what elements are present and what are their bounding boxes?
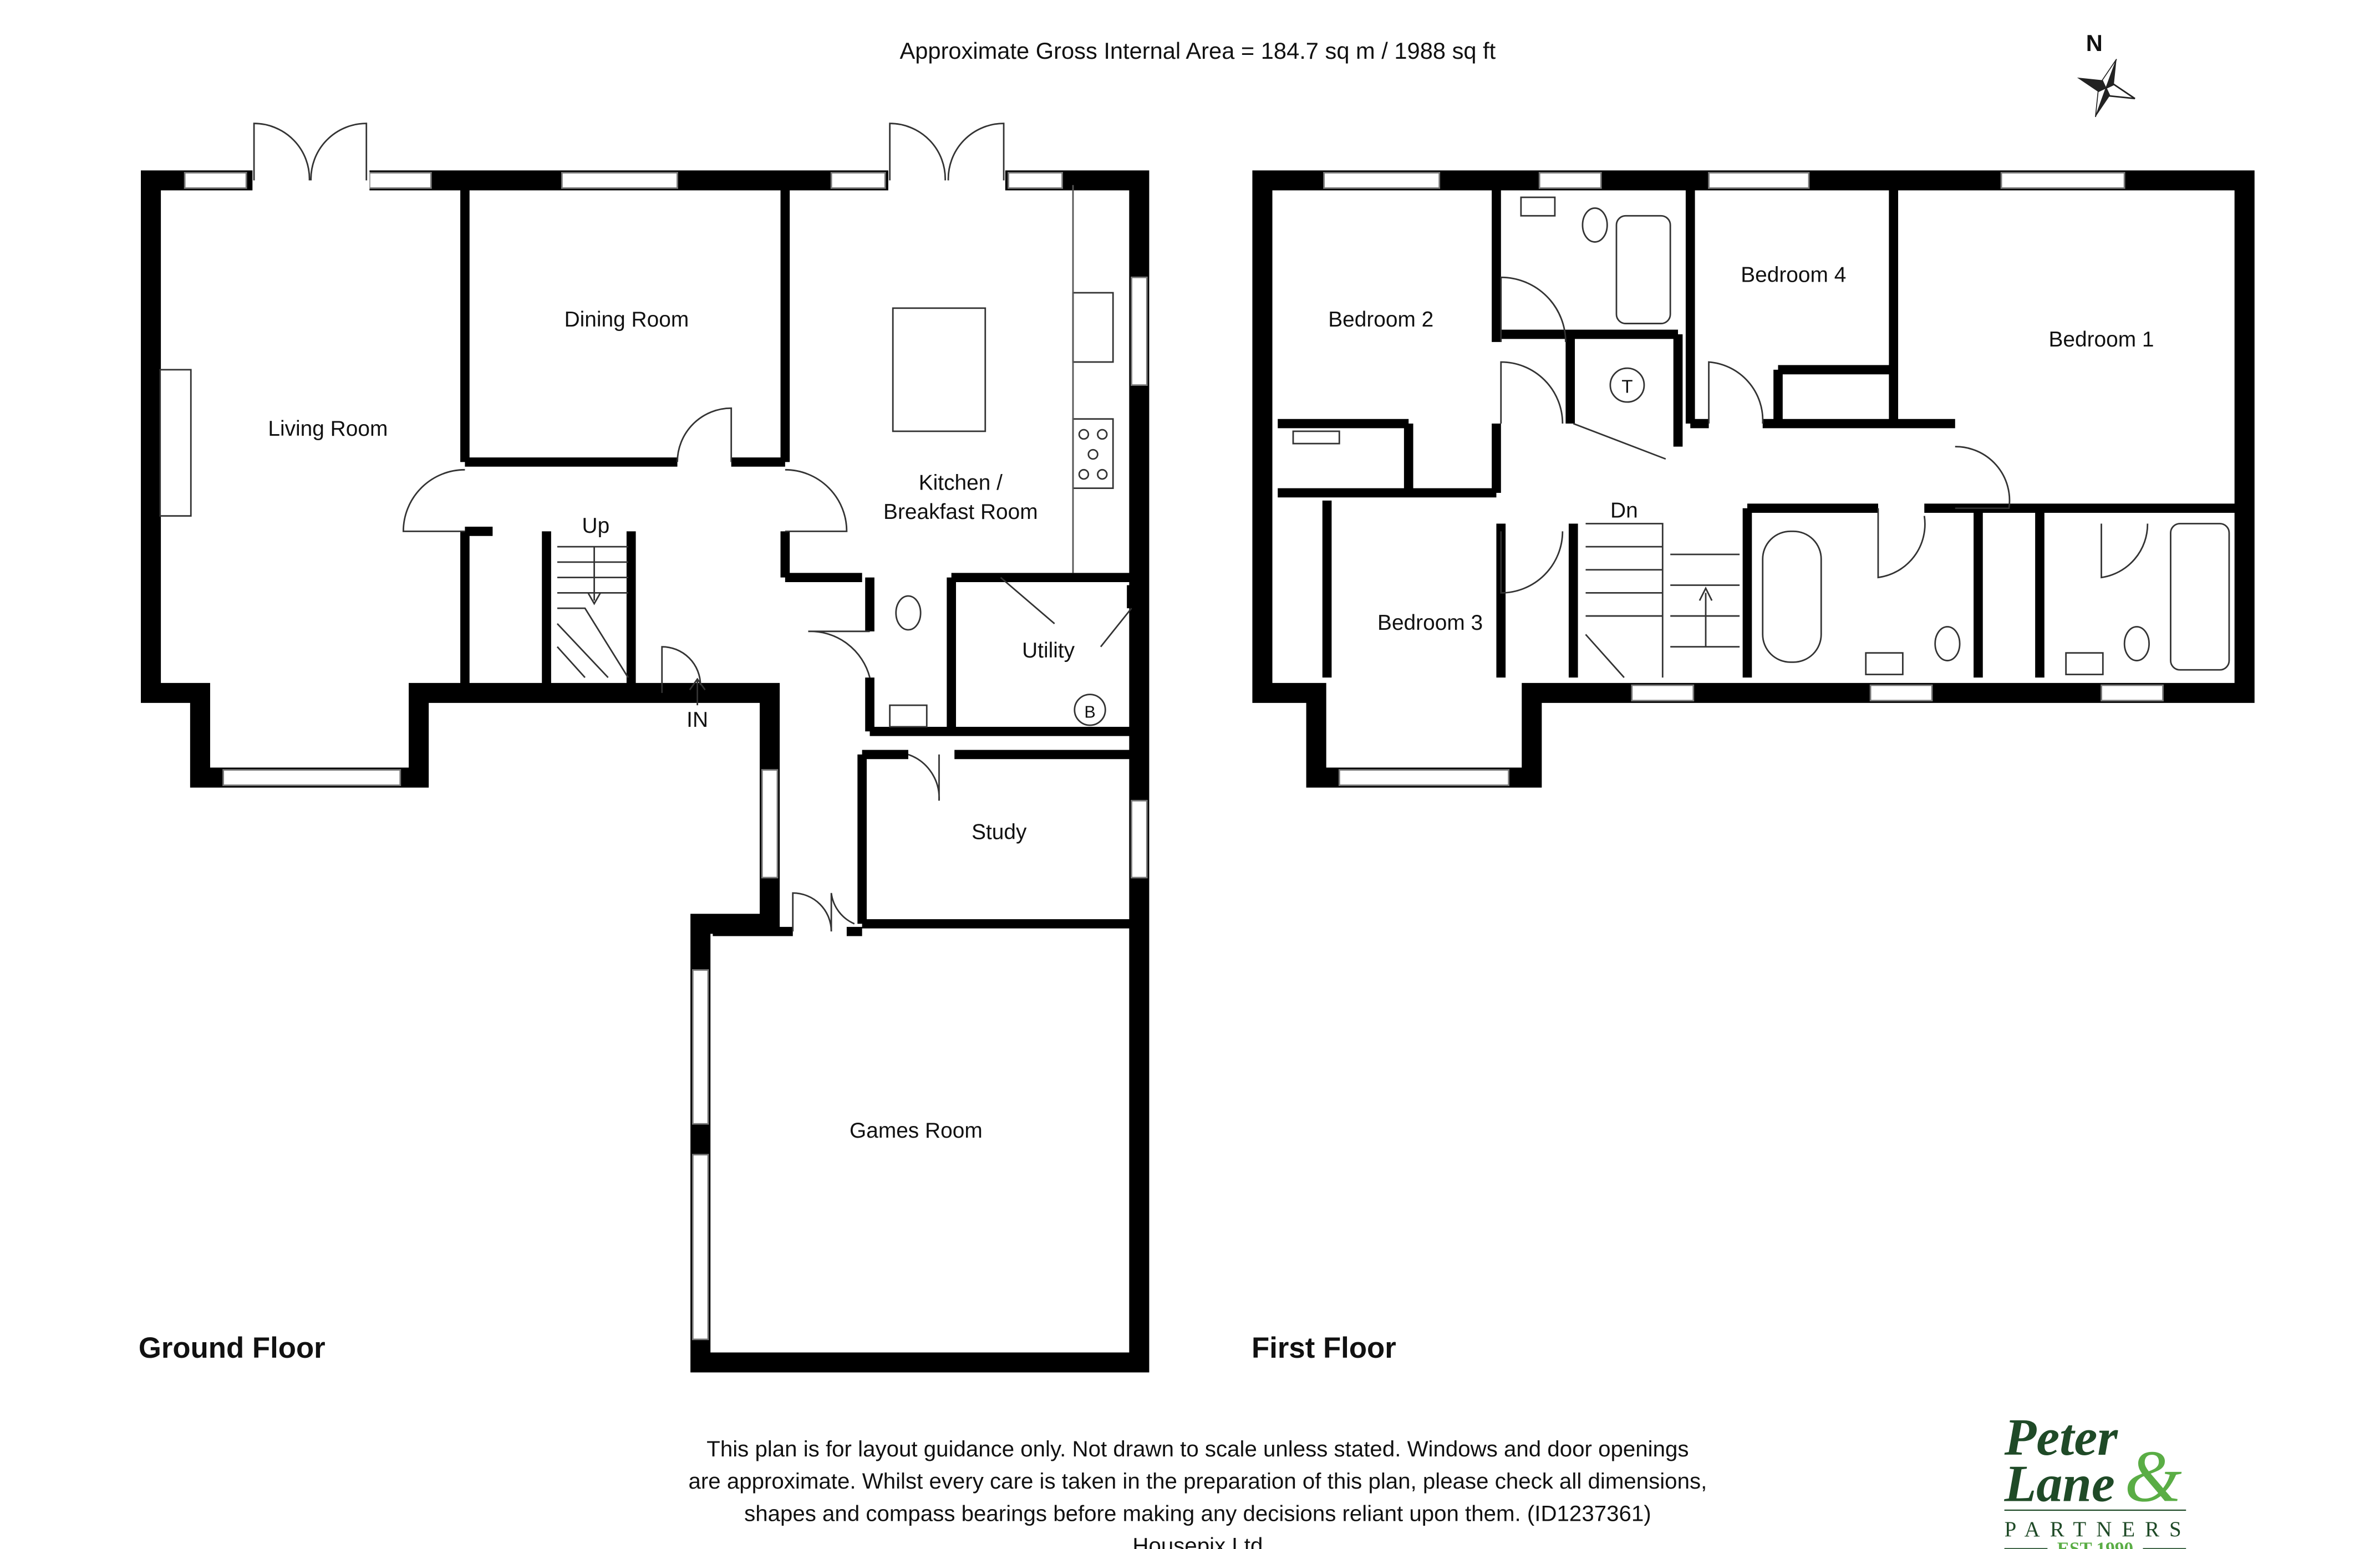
kitchen-island	[892, 307, 986, 432]
tank-icon	[1609, 367, 1645, 403]
logo-lane: Lane	[2004, 1455, 2115, 1512]
logo-peter: Peter	[2004, 1409, 2119, 1466]
toilet-icon	[2123, 626, 2150, 661]
ground-stairs	[556, 546, 629, 679]
room-label-bedroom-1: Bedroom 1	[2048, 328, 2154, 351]
logo-partners: PARTNERS	[2005, 1517, 2191, 1541]
room-label-bedroom-4: Bedroom 4	[1741, 263, 1846, 287]
peter-lane-logo: Peter Lane & PARTNERS EST 1990	[2004, 1409, 2191, 1549]
ground-french-doors	[252, 123, 1005, 191]
disclaimer-line-1: This plan is for layout guidance only. N…	[706, 1436, 1689, 1461]
room-label-bedroom-2: Bedroom 2	[1328, 308, 1433, 332]
kitchen-fixtures	[159, 185, 1114, 728]
disclaimer-line-3: shapes and compass bearings before makin…	[744, 1501, 1651, 1526]
room-label-utility: Utility	[1022, 639, 1075, 663]
toilet-icon	[1581, 207, 1608, 243]
basin-icon	[1520, 196, 1556, 217]
ground-floor-plan: Living Room Dining Room Kitchen / Breakf…	[139, 123, 1150, 1373]
ground-floor-label: Ground Floor	[139, 1332, 326, 1364]
tank-label: T	[1621, 377, 1633, 398]
gross-area-text: Approximate Gross Internal Area = 184.7 …	[900, 38, 1496, 64]
north-label: N	[2086, 30, 2103, 56]
room-label-kitchen: Kitchen /	[919, 471, 1003, 495]
first-windows	[1323, 172, 2164, 786]
bath-icon	[2170, 523, 2230, 671]
fireplace-icon	[159, 369, 192, 517]
logo-est: EST 1990	[2057, 1539, 2133, 1549]
sink-icon	[1072, 292, 1114, 363]
ground-internal-walls	[460, 180, 1136, 936]
boiler-icon	[1074, 694, 1106, 726]
room-label-living-room: Living Room	[268, 417, 388, 441]
basin-icon	[2065, 652, 2104, 675]
stairs-up-label: Up	[582, 514, 610, 538]
ground-floor-outer-walls	[141, 170, 1150, 1373]
first-floor-plan: Bedroom 2 Bedroom 4 Bedroom 1 Bedroom 3 …	[1252, 170, 2255, 1364]
basin-icon	[1865, 652, 1904, 675]
ground-doors	[402, 407, 1132, 932]
first-internal-walls	[1278, 180, 2245, 678]
first-floor-label: First Floor	[1252, 1332, 1396, 1364]
disclaimer-line-2: are approximate. Whilst every care is ta…	[688, 1469, 1707, 1494]
basin-icon	[889, 704, 928, 728]
room-label-dining-room: Dining Room	[565, 308, 689, 332]
entrance-arrow-icon	[689, 677, 706, 706]
room-label-games-room: Games Room	[850, 1119, 983, 1143]
ground-windows	[184, 172, 1148, 1341]
first-floor-outer-walls	[1252, 170, 2255, 788]
room-label-study: Study	[972, 821, 1027, 844]
room-label-breakfast-room: Breakfast Room	[883, 500, 1038, 524]
compass-rose-icon	[2077, 59, 2135, 118]
wardrobe-icon	[1292, 430, 1340, 445]
toilet-icon	[1934, 626, 1961, 661]
boiler-label: B	[1084, 702, 1095, 721]
first-fixtures	[1292, 196, 2230, 675]
stairs-down-label: Dn	[1610, 498, 1638, 522]
room-label-bedroom-3: Bedroom 3	[1377, 611, 1483, 635]
entrance-label: IN	[686, 708, 708, 732]
freestanding-bath-icon	[1762, 530, 1822, 663]
disclaimer-line-4: Housepix Ltd	[1132, 1533, 1263, 1549]
toilet-icon	[895, 595, 922, 631]
bath-icon	[1615, 215, 1671, 324]
first-stairs	[1585, 523, 1740, 679]
logo-ampersand: &	[2124, 1435, 2182, 1517]
first-doors	[1500, 276, 2149, 594]
